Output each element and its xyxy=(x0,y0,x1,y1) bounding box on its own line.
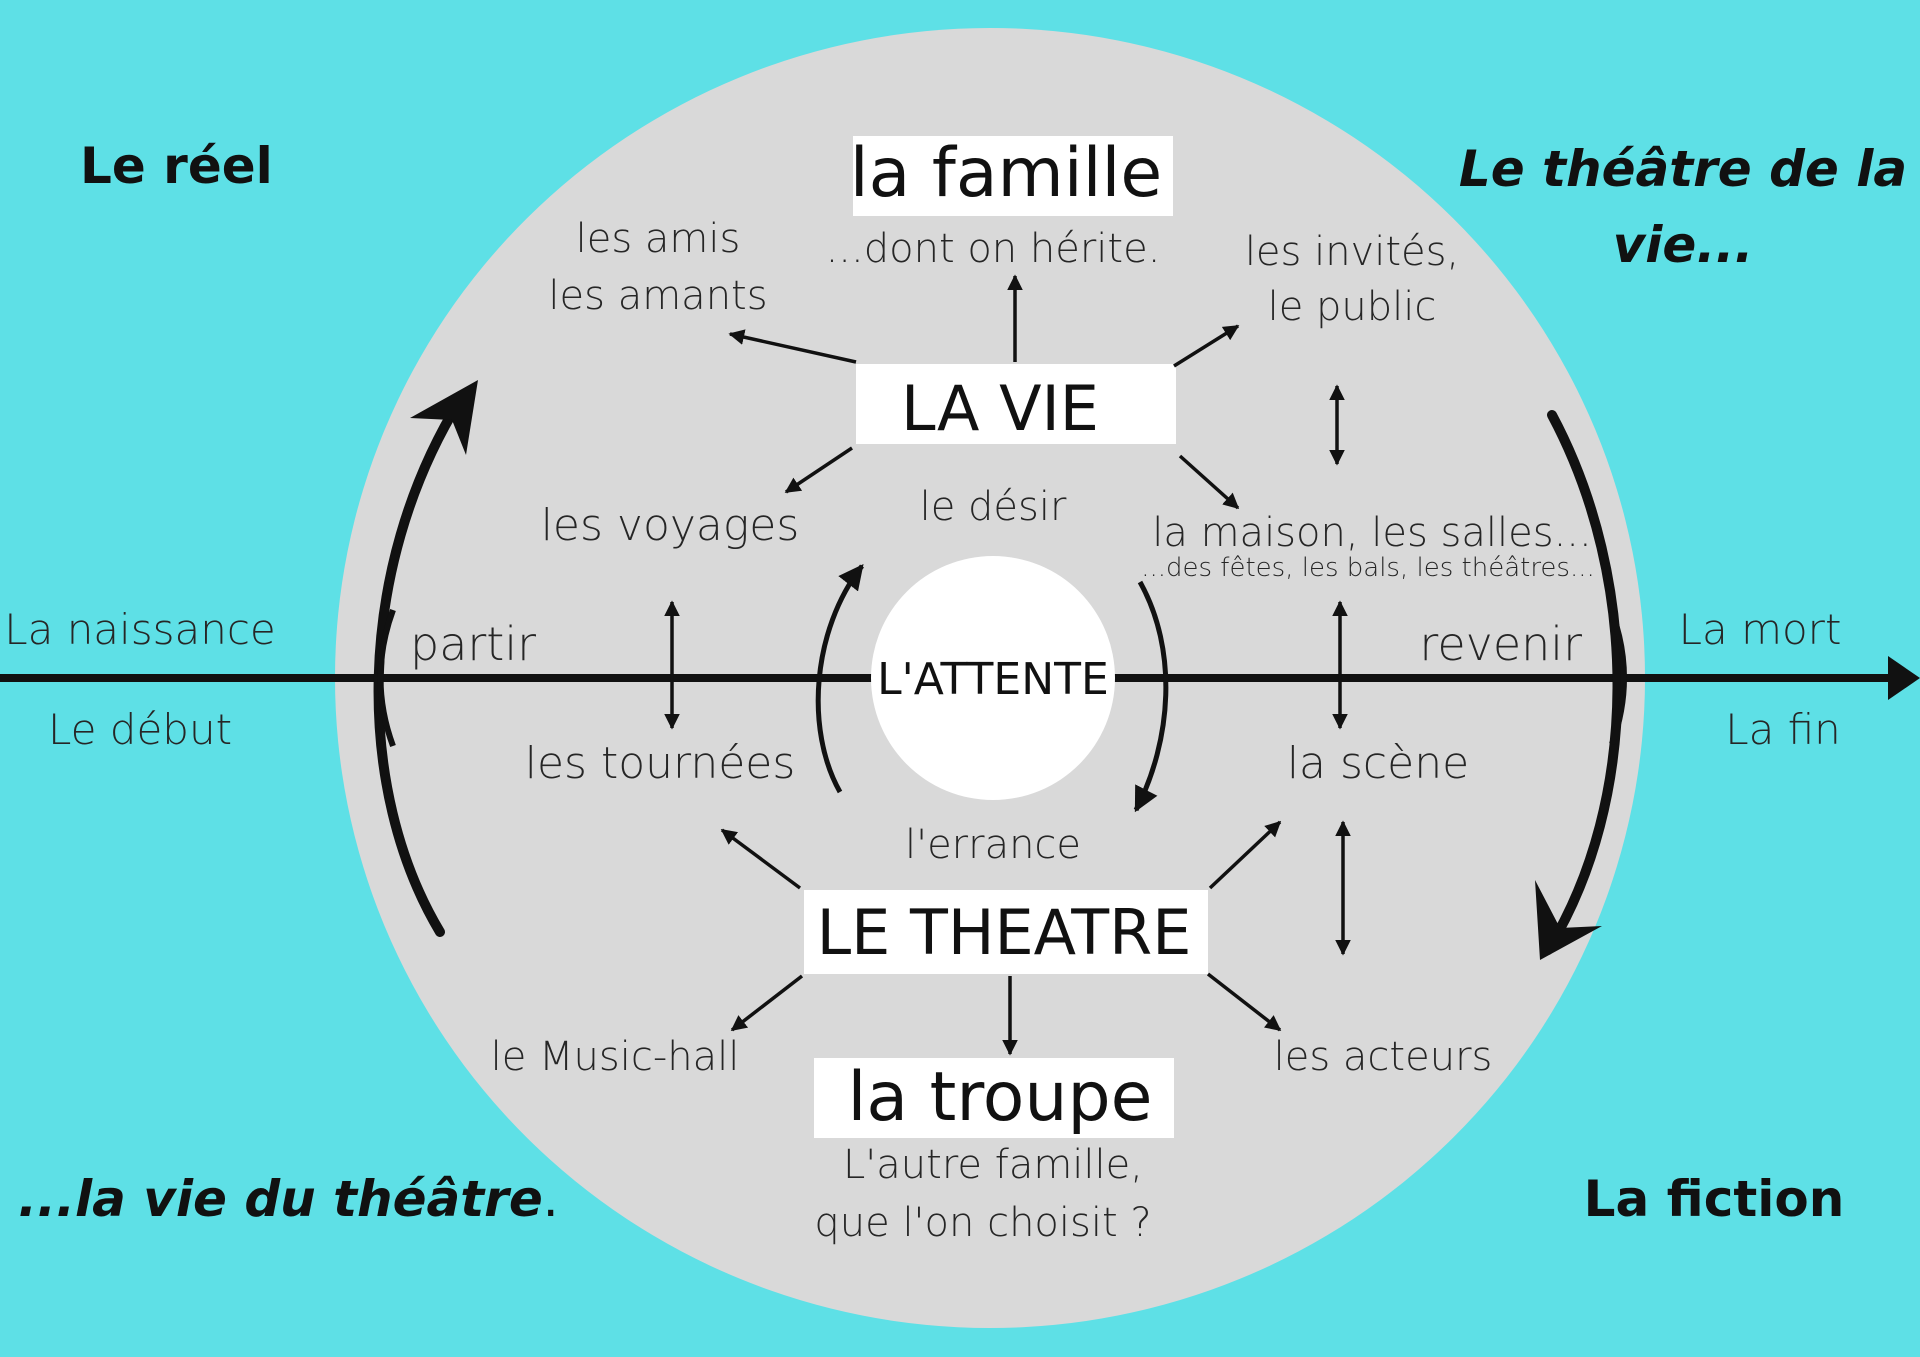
label-la-scene: la scène xyxy=(1287,738,1469,789)
arrow-vie-invites xyxy=(1173,324,1240,368)
center-circle xyxy=(871,556,1115,800)
timeline-arrowhead xyxy=(1888,656,1920,700)
label-la-naissance: La naissance xyxy=(4,605,276,654)
label-les-voyages: les voyages xyxy=(541,500,800,551)
label-troupe-note-2: que l'on choisit ? xyxy=(814,1200,1151,1246)
right-curve-arrow xyxy=(1543,410,1623,955)
label-le-desir: le désir xyxy=(920,484,1067,530)
center-right-arrow xyxy=(1133,580,1169,813)
arrow-theatre-tournees xyxy=(720,828,802,890)
label-famille-note: ...dont on hérite. xyxy=(826,226,1161,272)
label-les-invites: les invités, xyxy=(1245,229,1459,275)
corner-bottom-left: ...la vie du théâtre. xyxy=(18,1170,559,1228)
label-la-troupe: la troupe xyxy=(847,1058,1152,1137)
right-bracket xyxy=(1609,610,1627,746)
label-les-tournees: les tournées xyxy=(525,738,796,789)
left-bracket xyxy=(377,608,396,748)
corner-bottom-left-main: ...la vie du théâtre xyxy=(18,1170,543,1228)
box-la-vie xyxy=(856,364,1176,444)
label-la-vie: LA VIE xyxy=(901,372,1099,445)
corner-top-left: Le réel xyxy=(80,137,273,195)
label-le-theatre: LE THEATRE xyxy=(817,896,1192,969)
label-la-mort: La mort xyxy=(1679,605,1842,654)
label-troupe-note-1: L'autre famille, xyxy=(843,1142,1143,1188)
center-label: L'ATTENTE xyxy=(877,654,1109,705)
arrow-theatre-acteurs xyxy=(1206,972,1282,1032)
center-left-arrow xyxy=(815,564,864,794)
arrow-vie-maison xyxy=(1178,454,1240,510)
label-revenir: revenir xyxy=(1419,617,1582,671)
corner-top-right-line1: Le théâtre de la xyxy=(1459,140,1907,198)
label-la-famille: la famille xyxy=(850,134,1163,213)
left-curve-arrowhead xyxy=(410,380,478,455)
label-le-public: le public xyxy=(1268,284,1437,330)
label-errance: l'errance xyxy=(905,822,1081,868)
box-la-famille xyxy=(853,136,1173,216)
corner-top-right-line2: vie... xyxy=(1613,216,1754,274)
arrow-theatre-scene xyxy=(1208,820,1282,890)
label-partir: partir xyxy=(410,617,536,671)
label-le-music-hall: le Music-hall xyxy=(491,1034,740,1080)
corner-bottom-left-end: . xyxy=(543,1170,559,1228)
label-la-maison: la maison, les salles... xyxy=(1152,510,1591,556)
right-curve-arrowhead xyxy=(1535,880,1602,960)
label-les-amis: les amis xyxy=(576,216,741,262)
label-le-debut: Le début xyxy=(48,705,232,754)
label-la-fin: La fin xyxy=(1725,705,1841,754)
arrow-vie-voyages xyxy=(784,446,853,494)
arrow-vie-amis xyxy=(728,329,857,364)
corner-bottom-right: La fiction xyxy=(1584,1170,1845,1228)
box-la-troupe xyxy=(814,1058,1174,1138)
label-les-amants: les amants xyxy=(548,273,767,319)
box-le-theatre xyxy=(804,890,1208,974)
label-maison-note: ...des fêtes, les bals, les théâtres... xyxy=(1141,553,1595,583)
label-les-acteurs: les acteurs xyxy=(1274,1034,1493,1080)
arrow-theatre-musichall xyxy=(730,974,804,1032)
